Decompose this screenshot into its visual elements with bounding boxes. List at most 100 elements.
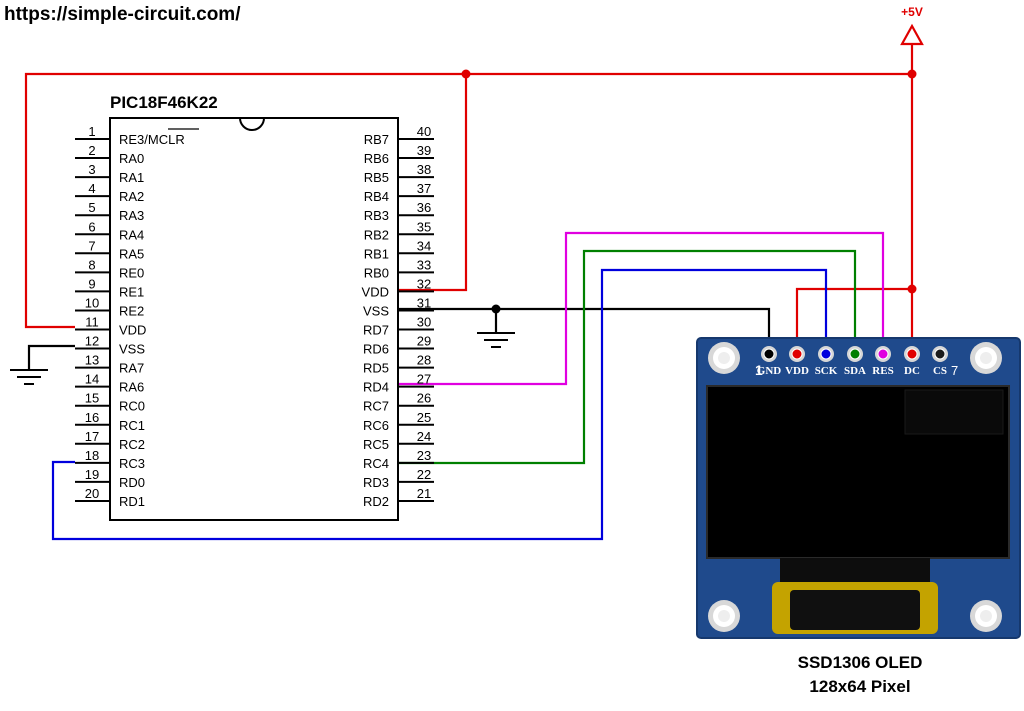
pin-label: RD7 xyxy=(363,323,389,338)
pin-number: 18 xyxy=(85,448,99,463)
pin-label: RA0 xyxy=(119,151,144,166)
pin-label: RE2 xyxy=(119,303,144,318)
pin-number: 5 xyxy=(88,200,95,215)
oled-pin-vdd: VDD xyxy=(785,346,809,377)
oled-pin-res: RES xyxy=(872,346,894,377)
pin-label: RC1 xyxy=(119,418,145,433)
oled-pin-sda: SDA xyxy=(844,346,866,377)
oled-pin-label: SCK xyxy=(815,365,838,377)
pin-label: VDD xyxy=(362,284,389,299)
pin-hole xyxy=(877,348,889,360)
pin-number: 20 xyxy=(85,486,99,501)
oled-pin-label: RES xyxy=(872,365,893,377)
oled-pin-label: CS xyxy=(933,365,947,377)
oled-pin-label: GND xyxy=(757,365,782,377)
res-wire xyxy=(398,231,885,386)
oled-pin-label: VDD xyxy=(785,365,809,377)
mcu-name: PIC18F46K22 xyxy=(110,93,218,112)
pin-number: 27 xyxy=(417,372,431,387)
pin-number: 40 xyxy=(417,124,431,139)
pin-label: RB0 xyxy=(364,265,389,280)
pin-label: RE3/MCLR xyxy=(119,132,185,147)
pin-label: RC6 xyxy=(363,418,389,433)
pin-label: RA1 xyxy=(119,170,144,185)
pin-number: 10 xyxy=(85,295,99,310)
pin-label: RC2 xyxy=(119,437,145,452)
pin-number: 32 xyxy=(417,276,431,291)
oled-pin-sck: SCK xyxy=(815,346,838,377)
supply-symbol: +5V xyxy=(900,5,924,46)
junction-dot xyxy=(461,69,471,79)
pin-label: RD1 xyxy=(119,494,145,509)
pin1-marker: 1 xyxy=(755,362,763,378)
pin-number: 30 xyxy=(417,315,431,330)
mounting-hole xyxy=(708,342,740,374)
pin-number: 34 xyxy=(417,238,431,253)
pin-label: RA3 xyxy=(119,208,144,223)
oled-pin-cs: CS xyxy=(932,346,948,377)
ground-symbol xyxy=(477,332,515,348)
pin-label: RB6 xyxy=(364,151,389,166)
vdd-wire-pin32 xyxy=(398,74,468,292)
pin-label: RE0 xyxy=(119,265,144,280)
pin-hole xyxy=(906,348,918,360)
pin-number: 13 xyxy=(85,353,99,368)
pin-number: 22 xyxy=(417,467,431,482)
pin-hole xyxy=(820,348,832,360)
pin-number: 2 xyxy=(88,143,95,158)
pin-label: RB4 xyxy=(364,189,389,204)
mcu-body xyxy=(109,117,399,521)
pin-number: 39 xyxy=(417,143,431,158)
pin-number: 23 xyxy=(417,448,431,463)
microcontroller: PIC18F46K22 1RE3/MCLR2RA03RA14RA25RA36RA… xyxy=(75,93,434,521)
pin-label: RA5 xyxy=(119,246,144,261)
pin-number: 1 xyxy=(88,124,95,139)
mounting-hole xyxy=(970,600,1002,632)
pin-label: RC7 xyxy=(363,399,389,414)
pin-number: 28 xyxy=(417,353,431,368)
pin-label: RA6 xyxy=(119,380,144,395)
junction-dot xyxy=(907,69,917,79)
pin-number: 11 xyxy=(85,315,99,330)
pin-label: VSS xyxy=(119,342,145,357)
pin-number: 25 xyxy=(417,410,431,425)
pin-hole xyxy=(934,348,946,360)
pin-label: RC4 xyxy=(363,456,389,471)
source-url: https://simple-circuit.com/ xyxy=(4,4,241,25)
pin-number: 31 xyxy=(417,295,431,310)
pin-label: RB7 xyxy=(364,132,389,147)
pin-label: RA2 xyxy=(119,189,144,204)
pin-number: 17 xyxy=(85,429,99,444)
pin-number: 37 xyxy=(417,181,431,196)
pin-number: 36 xyxy=(417,200,431,215)
pin-number: 33 xyxy=(417,257,431,272)
pin-hole xyxy=(791,348,803,360)
ground-symbol xyxy=(10,369,48,385)
